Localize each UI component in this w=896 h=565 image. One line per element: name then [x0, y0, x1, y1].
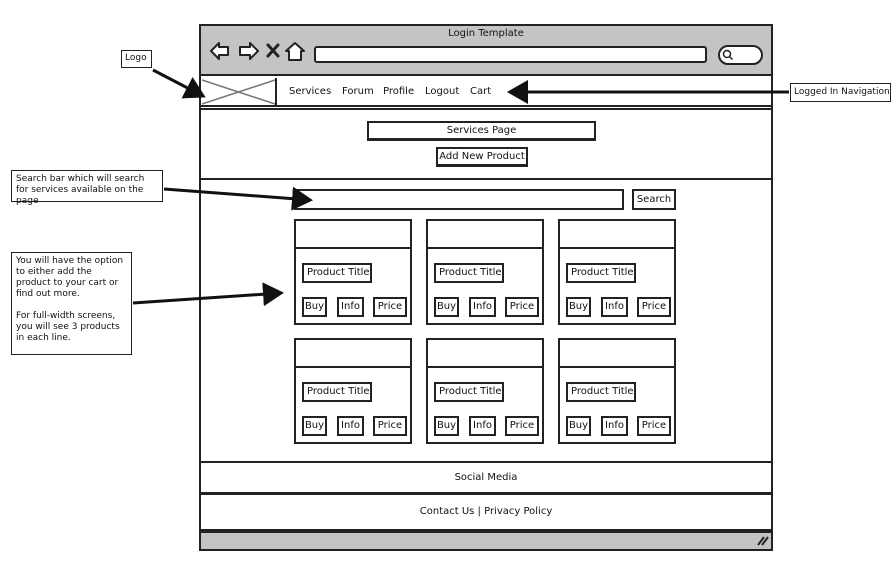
price-button[interactable]: Price	[637, 297, 671, 317]
image-placeholder-icon	[201, 79, 276, 105]
search-button[interactable]: Search	[632, 189, 676, 210]
browser-search-field[interactable]	[718, 45, 763, 65]
nav-item-services[interactable]: Services	[289, 86, 332, 97]
nav-item-cart[interactable]: Cart	[470, 86, 492, 97]
nav-bar	[199, 77, 773, 107]
product-title: Product Title	[434, 382, 504, 402]
product-card: Product Title Buy Info Price	[426, 338, 544, 444]
page-header	[199, 108, 773, 180]
address-bar[interactable]	[314, 46, 707, 63]
add-new-product-button[interactable]: Add New Product	[436, 147, 528, 167]
price-button[interactable]: Price	[505, 297, 539, 317]
buy-button[interactable]: Buy	[302, 416, 327, 436]
product-card: Product Title Buy Info Price	[294, 219, 412, 325]
back-icon[interactable]	[210, 42, 229, 60]
price-button[interactable]: Price	[373, 416, 407, 436]
logo-placeholder[interactable]	[200, 78, 277, 106]
nav-item-forum[interactable]: Forum	[342, 86, 374, 97]
product-card: Product Title Buy Info Price	[294, 338, 412, 444]
product-title: Product Title	[566, 382, 636, 402]
annotation-products-line1: You will have the option to either add t…	[16, 256, 124, 299]
annotation-nav: Logged In Navigation	[790, 83, 891, 102]
stop-icon[interactable]	[266, 43, 280, 58]
price-button[interactable]: Price	[637, 416, 671, 436]
buy-button[interactable]: Buy	[566, 297, 591, 317]
buy-button[interactable]: Buy	[434, 416, 459, 436]
home-icon[interactable]	[285, 42, 305, 61]
nav-item-profile[interactable]: Profile	[383, 86, 415, 97]
arrow-search	[163, 186, 313, 211]
annotation-products-line2: For full-width screens, you will see 3 p…	[16, 311, 120, 343]
contact-footer[interactable]: Contact Us | Privacy Policy	[199, 493, 773, 531]
price-button[interactable]: Price	[505, 416, 539, 436]
product-image	[560, 340, 674, 368]
product-card: Product Title Buy Info Price	[426, 219, 544, 325]
info-button[interactable]: Info	[601, 416, 628, 436]
resize-grip-icon[interactable]	[756, 535, 770, 547]
window-title: Login Template	[448, 28, 524, 39]
info-button[interactable]: Info	[601, 297, 628, 317]
buy-button[interactable]: Buy	[302, 297, 327, 317]
product-image	[296, 221, 410, 249]
buy-button[interactable]: Buy	[434, 297, 459, 317]
product-title: Product Title	[302, 263, 372, 283]
product-image	[428, 221, 542, 249]
info-button[interactable]: Info	[337, 297, 364, 317]
annotation-logo: Logo	[121, 50, 152, 68]
forward-icon[interactable]	[239, 42, 259, 60]
price-button[interactable]: Price	[373, 297, 407, 317]
arrow-logo	[152, 68, 206, 99]
product-title: Product Title	[302, 382, 372, 402]
product-card: Product Title Buy Info Price	[558, 338, 676, 444]
buy-button[interactable]: Buy	[566, 416, 591, 436]
search-icon	[722, 49, 734, 61]
browser-statusbar	[199, 531, 773, 551]
product-title: Product Title	[566, 263, 636, 283]
annotation-search: Search bar which will search for service…	[11, 170, 163, 206]
annotation-products: You will have the option to either add t…	[11, 252, 132, 355]
product-image	[296, 340, 410, 368]
product-image	[428, 340, 542, 368]
nav-item-logout[interactable]: Logout	[425, 86, 460, 97]
browser-nav-icons	[210, 42, 305, 61]
info-button[interactable]: Info	[469, 416, 496, 436]
product-card: Product Title Buy Info Price	[558, 219, 676, 325]
page-title: Services Page	[367, 121, 596, 141]
product-title: Product Title	[434, 263, 504, 283]
info-button[interactable]: Info	[469, 297, 496, 317]
arrow-products	[132, 282, 284, 307]
info-button[interactable]: Info	[337, 416, 364, 436]
product-image	[560, 221, 674, 249]
